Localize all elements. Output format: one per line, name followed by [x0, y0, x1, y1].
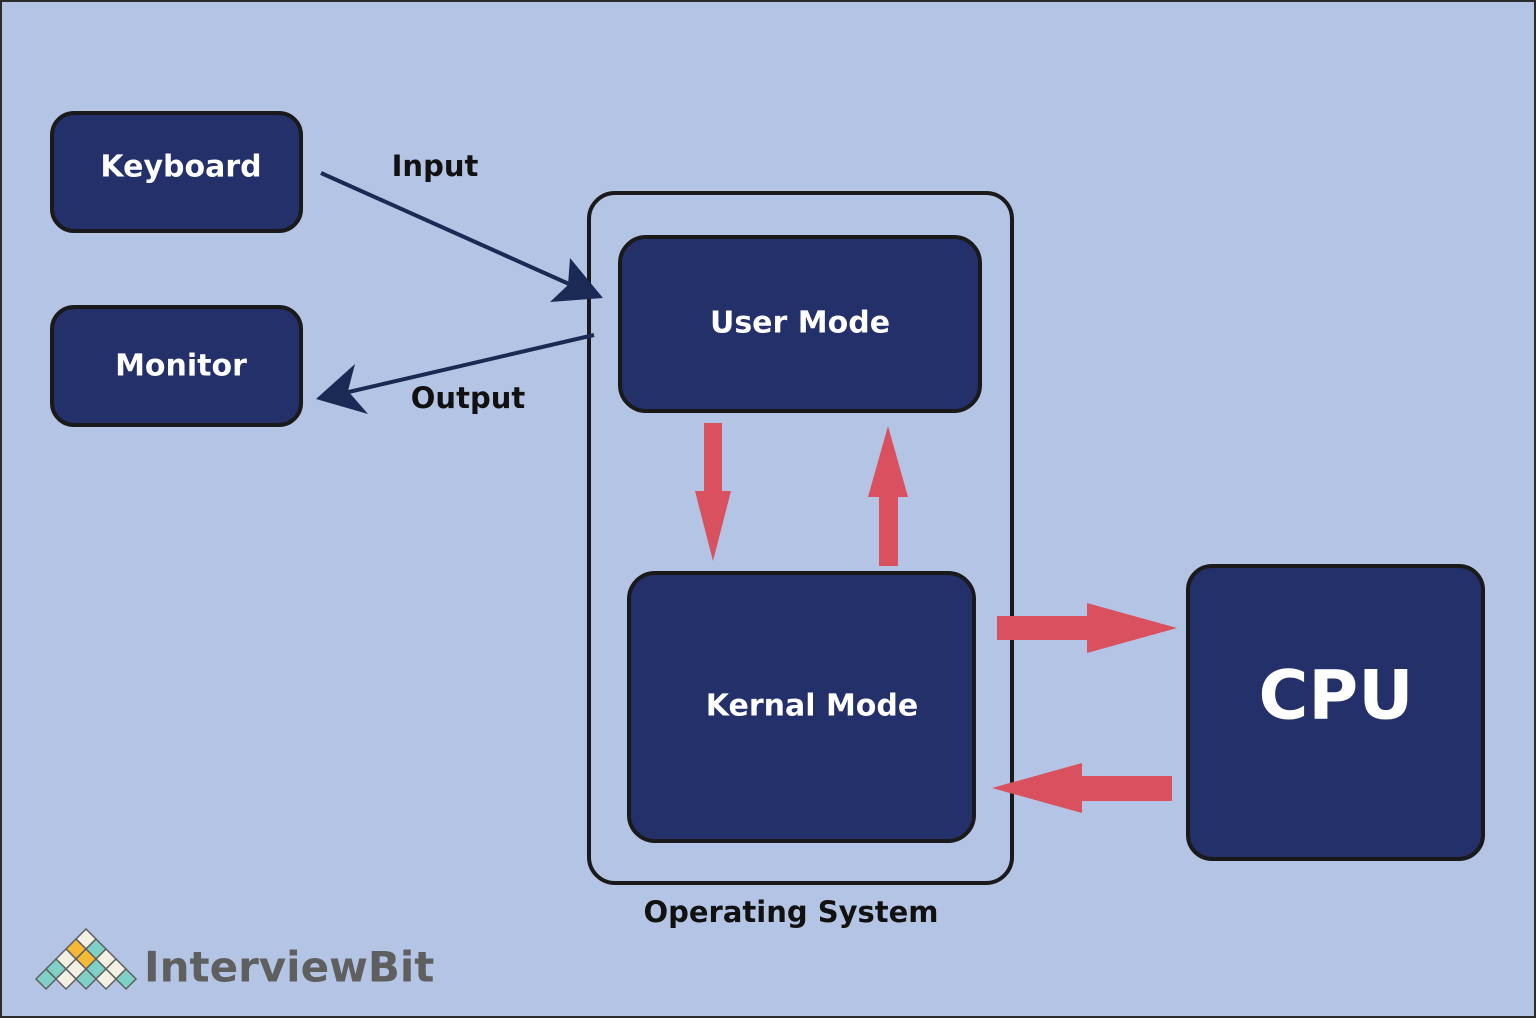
user-mode-label: User Mode — [710, 306, 890, 341]
kernel-to-cpu-arrow — [997, 603, 1177, 653]
user-to-kernel-arrow — [695, 423, 731, 561]
interviewbit-logo: InterviewBit — [34, 927, 434, 992]
keyboard-node: Keyboard — [50, 111, 303, 233]
cpu-to-kernel-arrow — [992, 763, 1172, 813]
user-mode-box — [618, 235, 982, 413]
user-mode-node: User Mode — [618, 235, 982, 413]
keyboard-box — [50, 111, 303, 233]
output-label: Output — [411, 381, 526, 415]
cpu-box — [1186, 564, 1485, 861]
monitor-node: Monitor — [50, 305, 303, 427]
output-arrow — [316, 333, 595, 414]
operating-system-label: Operating System — [643, 895, 938, 929]
kernel-mode-label: Kernal Mode — [706, 689, 918, 724]
interviewbit-logo-mark — [34, 927, 138, 991]
kernel-mode-node: Kernal Mode — [627, 571, 976, 843]
monitor-box — [50, 305, 303, 427]
kernel-to-user-arrow — [868, 426, 908, 566]
interviewbit-logo-text: InterviewBit — [144, 943, 434, 992]
operating-system-container — [587, 191, 1014, 885]
kernel-mode-box — [627, 571, 976, 843]
cpu-node: CPU — [1186, 564, 1485, 861]
input-arrow — [320, 171, 603, 302]
keyboard-label: Keyboard — [100, 150, 261, 185]
monitor-label: Monitor — [115, 349, 247, 384]
input-label: Input — [392, 149, 479, 183]
cpu-label: CPU — [1259, 657, 1414, 736]
